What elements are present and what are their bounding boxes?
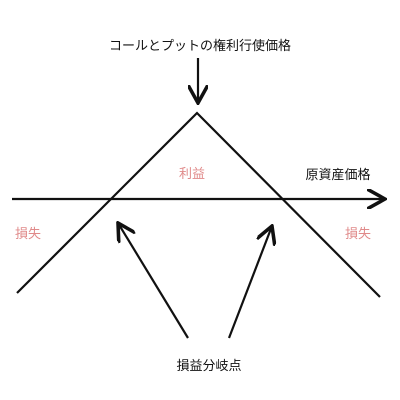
breakeven-arrow-right [227, 226, 272, 339]
breakeven-arrow-left [118, 223, 189, 339]
profit-label: 利益 [179, 167, 205, 182]
loss-label-right: 損失 [345, 227, 371, 242]
underlying-price-label: 原資産価格 [305, 167, 370, 183]
breakeven-label: 損益分岐点 [176, 359, 241, 374]
payoff-line [16, 111, 381, 298]
loss-label-left: 損失 [15, 227, 41, 242]
strike-price-label: コールとプットの権利行使価格 [109, 38, 291, 54]
